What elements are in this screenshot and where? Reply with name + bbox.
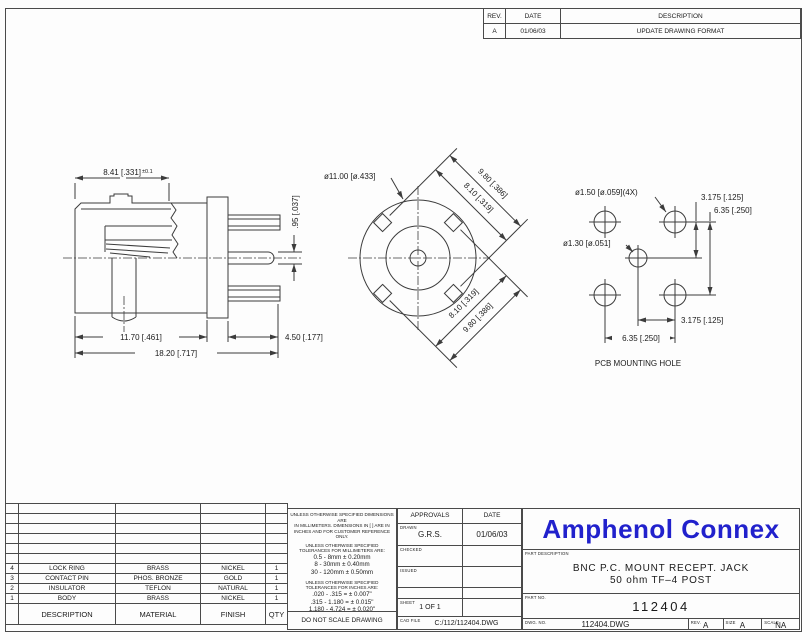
inch-tolerance-line: 1.180 - 4.724 = ± 0.020" bbox=[308, 606, 376, 614]
item-description: INSULATOR bbox=[18, 583, 116, 594]
parts-row-2: 2 INSULATOR TEFLON NATURAL 1 bbox=[5, 583, 288, 594]
scale-value: NA bbox=[775, 621, 787, 630]
pcb-view: ø1.50 [ø.059](4X) ø1.30 [ø.051] 3.175 [.… bbox=[563, 188, 752, 368]
part-no-label: PART NO. bbox=[525, 595, 546, 600]
tolerance-note: UNLESS OTHERWISE SPECIFIED DIMENSIONS AR… bbox=[290, 512, 394, 523]
revision-table: REV. DATE DESCRIPTION A 01/06/03 UPDATE … bbox=[483, 8, 801, 39]
dim-side-width-tol: ±0.1 bbox=[142, 169, 153, 175]
drawn-date: 01/06/03 bbox=[476, 530, 508, 540]
rev-date: 01/06/03 bbox=[505, 23, 561, 39]
issued-label: ISSUED bbox=[400, 568, 417, 574]
side-view: 8.41 [.331] ±0.1 .95 [.037] 11.70 [.461]… bbox=[63, 168, 323, 358]
item-description: LOCK RING bbox=[18, 563, 116, 574]
rev-label: REV. bbox=[690, 620, 701, 625]
date-header: DATE bbox=[505, 8, 561, 24]
item-qty: 1 bbox=[265, 563, 288, 574]
dim-front-dia: ø11.00 [ø.433] bbox=[324, 172, 375, 181]
item-material: BRASS bbox=[115, 593, 201, 604]
dwg-no-value: 112404.DWG bbox=[581, 619, 630, 629]
dim-side-pin: .95 [.037] bbox=[291, 195, 300, 228]
dim-pcb-3175-right: 3.175 [.125] bbox=[701, 193, 743, 202]
material-col-header: MATERIAL bbox=[115, 603, 201, 625]
item-description: CONTACT PIN bbox=[18, 573, 116, 584]
dim-side-pinlen: 4.50 [.177] bbox=[285, 333, 323, 342]
dim-pcb-hole4: ø1.50 [ø.059](4X) bbox=[575, 188, 638, 197]
checked-label: CHECKED bbox=[400, 547, 422, 553]
company-logo-text: Amphenol Connex bbox=[542, 513, 780, 544]
item-material: TEFLON bbox=[115, 583, 201, 594]
mm-tolerance-line: 0.5 - 8mm ± 0.20mm bbox=[313, 553, 371, 561]
parts-list: 4 LOCK RING BRASS NICKEL 1 3 CONTACT PIN… bbox=[5, 503, 288, 625]
do-not-scale-note: DO NOT SCALE DRAWING bbox=[288, 611, 396, 629]
part-description-line2: 50 ohm TF–4 POST bbox=[609, 574, 713, 586]
parts-row-1: 1 BODY BRASS NICKEL 1 bbox=[5, 593, 288, 604]
item-qty: 1 bbox=[265, 583, 288, 594]
rev-value: A bbox=[483, 23, 506, 39]
scale-label: SCALE bbox=[764, 620, 779, 625]
cad-file-value: C:/112/112404.DWG bbox=[434, 619, 499, 627]
item-qty: 1 bbox=[265, 573, 288, 584]
mm-tolerance-line: 8 - 30mm ± 0.40mm bbox=[314, 561, 370, 569]
mm-tolerance-title: UNLESS OTHERWISE SPECIFIED bbox=[305, 542, 379, 548]
item-finish: NICKEL bbox=[200, 563, 266, 574]
tolerance-block: UNLESS OTHERWISE SPECIFIED DIMENSIONS AR… bbox=[287, 508, 397, 630]
item-no: 4 bbox=[5, 563, 19, 574]
size-label: SIZE bbox=[725, 620, 736, 625]
dim-pcb-3175-bottom: 3.175 [.125] bbox=[681, 316, 723, 325]
title-block: Amphenol Connex PART DESCRIPTION BNC P.C… bbox=[522, 508, 800, 630]
dim-side-overall: 18.20 [.717] bbox=[155, 349, 197, 358]
pcb-view-caption: PCB MOUNTING HOLE bbox=[595, 359, 681, 368]
drawn-label: DRAWN bbox=[400, 524, 417, 530]
item-no: 3 bbox=[5, 573, 19, 584]
item-finish: NICKEL bbox=[200, 593, 266, 604]
item-material: PHOS. BRONZE bbox=[115, 573, 201, 584]
sheet-value: 1 OF 1 bbox=[419, 603, 441, 611]
dim-side-width: 8.41 [.331] bbox=[103, 168, 141, 177]
size-value: A bbox=[739, 621, 746, 630]
drawn-by: G.R.S. bbox=[417, 530, 442, 540]
inch-tolerance-line: .020 - .315 = ± 0.007" bbox=[312, 590, 372, 598]
inch-tolerance-line: .315 - 1.180 = ± 0.015" bbox=[310, 598, 374, 606]
dim-pcb-hole1: ø1.30 [ø.051] bbox=[563, 239, 611, 248]
sheet-label: SHEET bbox=[400, 599, 415, 605]
dwg-no-label: DWG. NO. bbox=[525, 620, 547, 625]
parts-row-4: 4 LOCK RING BRASS NICKEL 1 bbox=[5, 563, 288, 574]
approvals-block: APPROVALS DATE DRAWN G.R.S. 01/06/03 CHE… bbox=[397, 508, 522, 630]
rev-description: UPDATE DRAWING FORMAT bbox=[560, 23, 801, 39]
sheet-border bbox=[5, 8, 802, 632]
item-finish: NATURAL bbox=[200, 583, 266, 594]
inch-tolerance-title: UNLESS OTHERWISE SPECIFIED bbox=[305, 579, 379, 585]
front-view: 9.80 [.386] 8.10 [.319] 8.10 [.319] 9.80… bbox=[324, 148, 529, 368]
item-description: BODY bbox=[18, 593, 116, 604]
description-col-header: DESCRIPTION bbox=[18, 603, 116, 625]
dim-pcb-635-right: 6.35 [.250] bbox=[714, 206, 752, 215]
item-finish: GOLD bbox=[200, 573, 266, 584]
description-header: DESCRIPTION bbox=[560, 8, 801, 24]
item-material: BRASS bbox=[115, 563, 201, 574]
qty-col-header: QTY bbox=[265, 603, 288, 625]
item-qty: 1 bbox=[265, 593, 288, 604]
part-description-line1: BNC P.C. MOUNT RECEPT. JACK bbox=[572, 563, 750, 574]
item-no: 1 bbox=[5, 593, 19, 604]
dim-pcb-635-bottom: 6.35 [.250] bbox=[622, 334, 660, 343]
item-no: 2 bbox=[5, 583, 19, 594]
parts-header-row: DESCRIPTION MATERIAL FINISH QTY bbox=[5, 603, 288, 625]
part-no-value: 112404 bbox=[632, 598, 690, 614]
dim-side-body: 11.70 [.461] bbox=[120, 333, 162, 342]
approvals-date-header: DATE bbox=[483, 512, 501, 520]
rev-header: REV. bbox=[483, 8, 506, 24]
approvals-title: APPROVALS bbox=[410, 512, 450, 520]
part-description-label: PART DESCRIPTION bbox=[525, 551, 569, 556]
cad-file-label: CAD FILE bbox=[400, 618, 421, 624]
revision-row: A 01/06/03 UPDATE DRAWING FORMAT bbox=[483, 23, 801, 39]
mm-tolerance-line: 30 - 120mm ± 0.50mm bbox=[310, 569, 374, 576]
finish-col-header: FINISH bbox=[200, 603, 266, 625]
rev-value: A bbox=[703, 621, 709, 630]
parts-row-3: 3 CONTACT PIN PHOS. BRONZE GOLD 1 bbox=[5, 573, 288, 584]
